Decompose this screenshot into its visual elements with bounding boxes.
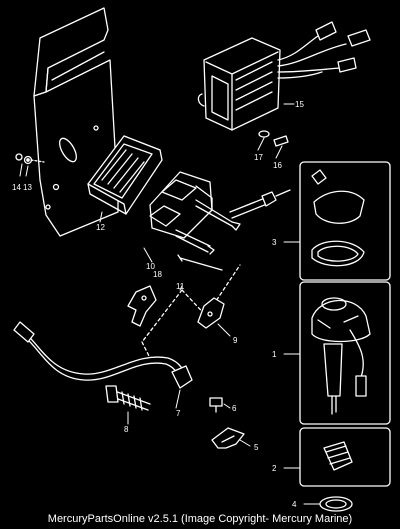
ignition-coil-10 [149,171,273,255]
callout-6: 6 [232,404,237,413]
callout-4: 4 [292,500,297,509]
gear-2 [323,441,353,471]
callout-18: 18 [153,270,162,279]
clip-5 [211,427,245,449]
switch-box-12 [87,135,163,215]
callout-8: 8 [124,425,129,434]
callout-10: 10 [146,262,155,271]
callout-labels: 15 17 16 3 1 2 4 12 10 14 13 18 11 9 7 8… [12,100,304,509]
leader-lines [19,103,321,505]
switch-box-15 [197,21,371,131]
callout-11: 11 [176,282,185,291]
callout-2: 2 [272,464,277,473]
callout-13: 13 [23,183,32,192]
distributor-group-frame [299,161,391,487]
callout-7: 7 [176,409,181,418]
callout-5: 5 [254,443,259,452]
high-tension-lead-7 [13,321,193,389]
copyright-footer: MercuryPartsOnline v2.5.1 (Image Copyrig… [47,513,353,525]
screw-11 [177,254,223,271]
callout-3: 3 [272,238,277,247]
screw-6 [209,397,223,413]
mounting-bracket [33,7,119,237]
callout-12: 12 [96,223,105,232]
callout-14: 14 [12,183,21,192]
clip-9 [197,297,225,329]
distributor-1 [311,297,371,415]
callout-1: 1 [272,350,277,359]
callout-15: 15 [295,100,304,109]
screw-13-14 [15,153,45,165]
callout-9: 9 [233,336,238,345]
bracket-18 [127,285,157,327]
cover-3 [311,169,365,267]
callout-16: 16 [273,161,282,170]
coil-lead [261,189,291,207]
callout-17: 17 [254,153,263,162]
seal-ring-4 [319,496,353,512]
washer-17-screw-16 [258,130,289,147]
spark-plug-8 [105,385,151,411]
